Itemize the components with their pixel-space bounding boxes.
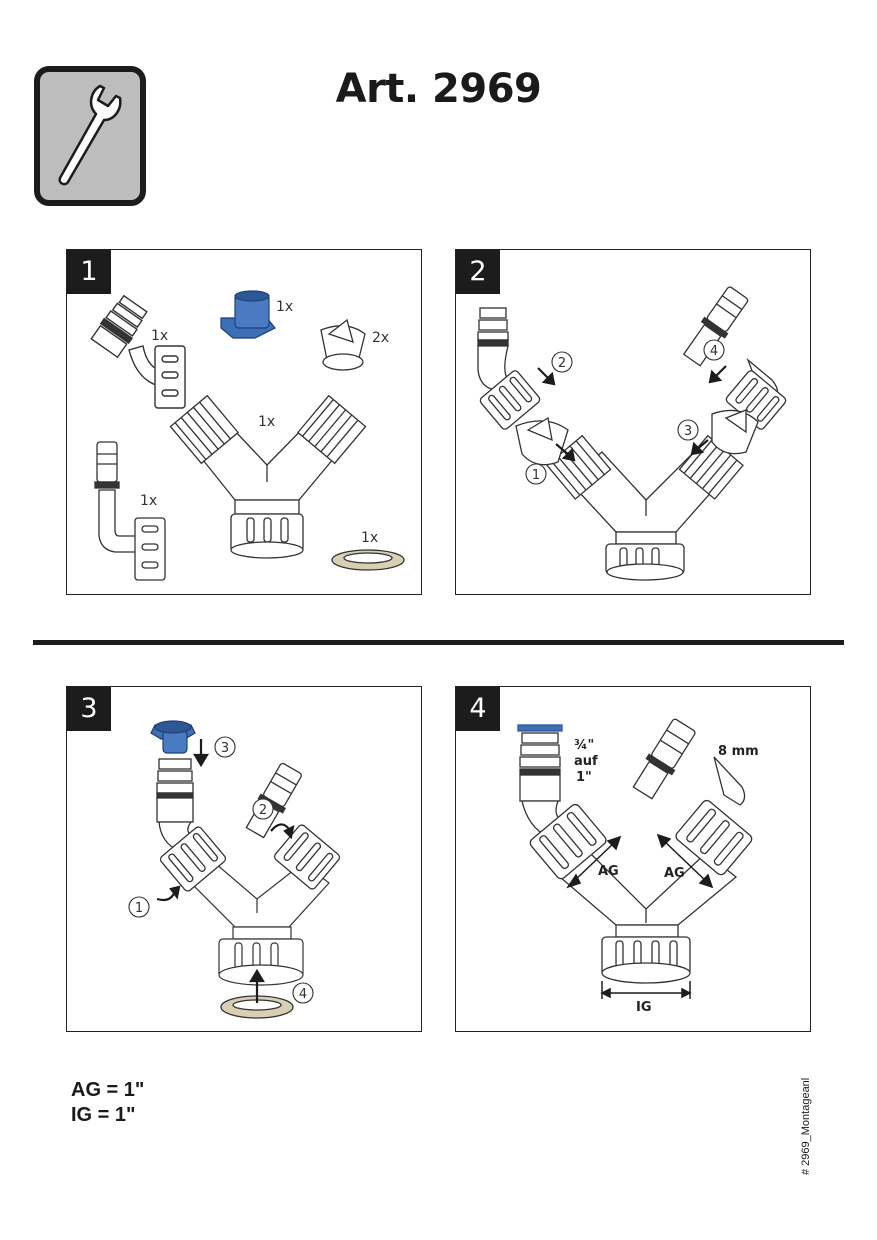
step-marker-4-label: 4 [299, 987, 307, 1002]
step-marker-4 [292, 982, 314, 1004]
step-number-badge: 2 [456, 250, 500, 294]
section-divider [33, 640, 844, 645]
nipple-qty: 1x [151, 328, 168, 344]
step-marker-1 [128, 896, 150, 918]
step-number-badge: 3 [67, 687, 111, 731]
nipple-size-auf: auf [574, 754, 598, 769]
washer-part [331, 549, 405, 571]
check-valve-part [320, 318, 366, 371]
wrench-icon [34, 66, 146, 206]
hose-elbow-part [245, 762, 341, 890]
dimension-arrows [566, 833, 714, 999]
assembly-arrows [537, 365, 727, 462]
hose-elbow-part [94, 441, 166, 581]
step-marker-4 [703, 339, 725, 361]
dimensions-drawing: ¾" auf 1" 8 mm AG AG IG [517, 718, 759, 1015]
step-panel-3: 1 2 3 4 3 [66, 686, 422, 1032]
step-marker-1-label: 1 [135, 901, 143, 916]
legend-ig: IG = 1" [71, 1104, 136, 1126]
plug-qty: 1x [276, 299, 293, 315]
blue-plug-part [220, 290, 276, 339]
step-marker-2-label: 2 [259, 803, 267, 818]
thread-legend: AG = 1" IG = 1" [71, 1078, 144, 1128]
ig-label: IG [636, 1000, 652, 1015]
washer-part [220, 995, 294, 1019]
step-marker-3 [214, 736, 236, 758]
valves-qty: 2x [372, 330, 389, 346]
step-panel-2: 1 2 3 4 2 [455, 249, 811, 595]
hose-elbow-qty: 1x [140, 493, 157, 509]
check-valve-right [711, 409, 759, 455]
hose-nipple-part [517, 724, 607, 880]
step-panel-1: 1x 1x 2x 1x [66, 249, 422, 595]
page-title: Art. 2969 [335, 66, 542, 112]
y-fitting-part [558, 852, 738, 984]
nipple-size-fraction: ¾" [574, 738, 594, 753]
hose-nipple-part [156, 758, 227, 892]
step-marker-3 [677, 419, 699, 441]
tightening-drawing: 1 2 3 4 [128, 720, 341, 1019]
step-marker-3-label: 3 [221, 741, 229, 756]
washer-qty: 1x [361, 530, 378, 546]
document-reference: # 2969_Montageanl [800, 1077, 812, 1175]
hose-elbow-part [682, 286, 787, 430]
y-fitting-part [546, 434, 744, 581]
step-marker-1 [525, 463, 547, 485]
step-marker-2-label: 2 [558, 356, 566, 371]
blue-plug-part [150, 720, 196, 754]
legend-ag: AG = 1" [71, 1079, 145, 1101]
ag-label-left: AG [598, 864, 619, 879]
y-fitting-part [190, 862, 330, 986]
check-valve-left [515, 416, 569, 466]
yfitting-qty: 1x [258, 414, 275, 430]
hose-size-label: 8 mm [718, 744, 759, 759]
valve-insertion-drawing: 1 2 3 4 [477, 286, 787, 581]
ag-label-right: AG [664, 866, 685, 881]
step-marker-2 [252, 798, 274, 820]
step-number-badge: 4 [456, 687, 500, 731]
step-marker-3-label: 3 [684, 424, 692, 439]
hose-elbow-part [632, 718, 753, 876]
assembly-arrows [156, 739, 295, 1003]
y-fitting-part [169, 394, 367, 559]
step-marker-1-label: 1 [532, 468, 540, 483]
nipple-size-inch: 1" [576, 770, 592, 785]
hose-nipple-part [477, 307, 541, 430]
step-number-badge: 1 [67, 250, 111, 294]
step-marker-2 [551, 351, 573, 373]
parts-overview-drawing: 1x 1x 2x 1x [90, 290, 405, 581]
step-marker-4-label: 4 [710, 344, 718, 359]
hose-nipple-part [90, 294, 186, 409]
step-panel-4: ¾" auf 1" 8 mm AG AG IG 4 [455, 686, 811, 1032]
